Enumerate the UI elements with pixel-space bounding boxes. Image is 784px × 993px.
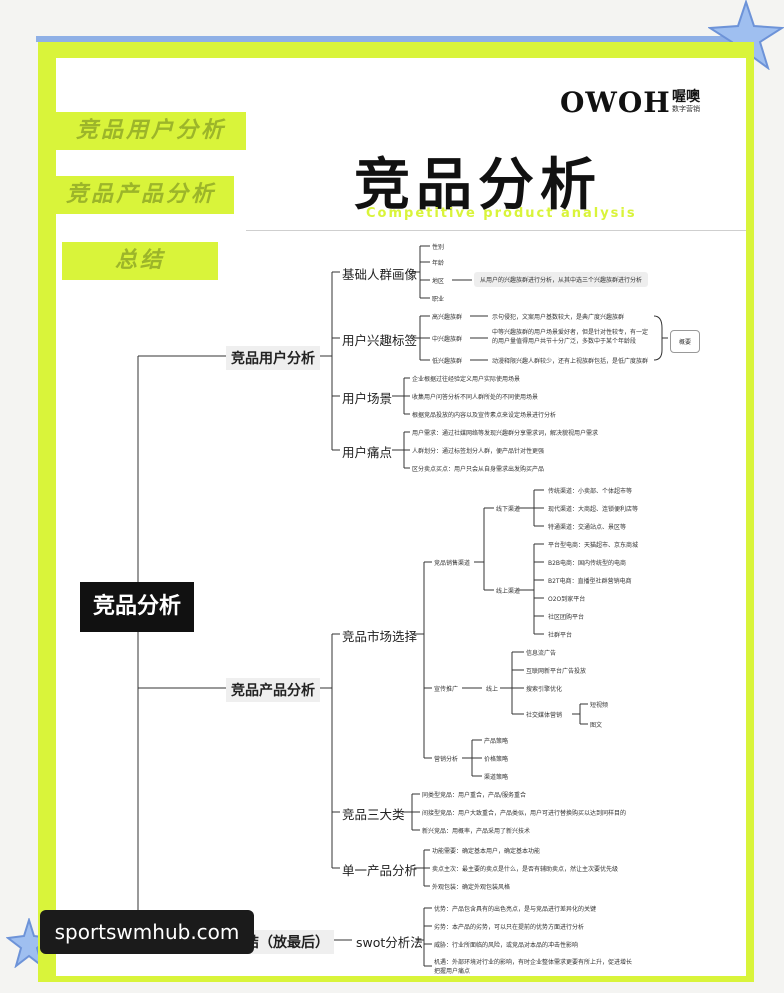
swot-item: 威胁：行业所面临的风险，或竞品对本品的冲击性影响 (434, 942, 579, 949)
scene-item: 收集用户问答分析不同人群所处的不同使用场景 (412, 394, 539, 401)
pain-item: 用户需求：通过社媒网络等发现兴趣群分享需求词，解决貌视用户需求 (412, 430, 599, 437)
node-interest: 用户兴趣标签 (342, 333, 418, 348)
marketing-node: 营销分析 (434, 756, 459, 763)
marketing-item: 渠道策略 (484, 774, 509, 781)
page-subtitle: Competitive product analysis (366, 206, 637, 221)
portrait-item: 年龄 (432, 260, 445, 267)
interest-group: 中兴趣族群 (432, 336, 463, 343)
title-divider (246, 230, 746, 231)
online-item: B2T电商：直播型社群营销电商 (548, 578, 632, 585)
online-item: 社区团购平台 (548, 614, 585, 621)
swot-item: 优势：产品包含具有的出色亮点，是与竞品进行差异化的关键 (434, 906, 597, 913)
portrait-note: 从用户的兴趣族群进行分析，从其中选三个兴趣族群进行分析 (474, 272, 649, 287)
single-item: 卖点主次：最主要的卖点是什么，是否有辅助卖点，然让主次要优先级 (432, 866, 619, 873)
online-item: B2B电商：国内传统型的电商 (548, 560, 627, 567)
marketing-item: 产品策略 (484, 738, 509, 745)
node-swot: swot分析法 (356, 935, 423, 950)
three-item: 同类型竞品：用户重合，产品/服务重合 (422, 792, 527, 799)
offline-item: 特通渠道：交通站点、景区等 (548, 524, 627, 531)
interest-desc: 中等兴趣族群的用户场景爱好者，但是针对性较专，有一定的用户量值得用户共节十分广泛… (492, 329, 649, 345)
node-three-types: 竞品三大类 (342, 807, 405, 822)
side-tab-user-analysis: 竞品用户分析 (56, 112, 246, 150)
scene-item: 企业根据过往经验定义用户实际使用场景 (412, 376, 521, 383)
interest-desc: 动漫释限兴趣人群较少，还有上视族群包括，是低广度族群 (492, 358, 649, 365)
offline-node: 线下渠道 (496, 506, 521, 513)
online-item: 平台型电商：天猫超市、京东商城 (548, 542, 639, 549)
social-item: 图文 (590, 722, 603, 729)
single-item: 外观包装：确定外观包装风格 (432, 884, 511, 891)
promo-online-node: 线上 (486, 686, 499, 693)
scene-item: 根据竞品投放的内容以及宣传素点来设定场景进行分析 (412, 412, 557, 419)
root-node: 竞品分析 (80, 582, 194, 632)
side-tab-product-analysis: 竞品产品分析 (48, 176, 234, 214)
offline-item: 现代渠道：大商超、连锁便利店等 (548, 506, 639, 513)
brand-logo-sub: 数字营销 (672, 105, 700, 113)
node-pain: 用户痛点 (342, 445, 393, 460)
node-single-product: 单一产品分析 (342, 863, 418, 878)
interest-group: 低兴趣族群 (432, 358, 463, 365)
node-portrait: 基础人群画像 (342, 267, 418, 282)
node-market: 竞品市场选择 (342, 629, 418, 644)
social-item: 短视频 (590, 702, 609, 709)
pain-item: 人群划分：通过标签划分人群，便产品针对性更强 (412, 448, 545, 455)
marketing-item: 价格策略 (484, 756, 509, 763)
online-item: O2O到家平台 (548, 596, 586, 603)
portrait-item: 性别 (432, 244, 445, 251)
three-item: 新兴竞品：用概率，产品采用了新兴技术 (422, 828, 531, 835)
branch-product-analysis: 竞品产品分析 (226, 678, 320, 702)
watermark-badge: sportswmhub.com (40, 910, 254, 954)
top-blue-bar (36, 36, 756, 42)
promo-item: 搜索引擎优化 (526, 686, 563, 693)
page-title: 竞品分析 (354, 153, 602, 218)
online-item: 社群平台 (548, 632, 573, 639)
offline-item: 传统渠道：小卖部、个体超市等 (548, 488, 633, 495)
portrait-item: 地区 (432, 278, 445, 285)
promo-item: 社交媒体营销 (526, 712, 563, 719)
online-node: 线上渠道 (496, 588, 521, 595)
portrait-item: 职业 (432, 296, 445, 303)
promo-item: 信息流广告 (526, 650, 557, 657)
single-item: 功能需要：确定基本用户，确定基本功能 (432, 848, 541, 855)
three-item: 间接型竞品：用户大致重合，产品类似，用户可进行替换购买以达到同样目的 (422, 810, 627, 817)
channel-node: 竞品销售渠道 (434, 560, 471, 567)
swot-item: 劣势：本产品的劣势，可以只在提前的优势方面进行分析 (434, 924, 585, 931)
node-scene: 用户场景 (342, 391, 393, 406)
interest-summary: 概要 (670, 330, 701, 353)
interest-group: 高兴趣族群 (432, 314, 463, 321)
promo-node: 宣传推广 (434, 686, 459, 693)
brand-logo: OWOH (560, 86, 671, 119)
brand-logo-cn: 喔噢 (672, 89, 700, 105)
swot-item: 机遇：外部环境对行业的影响，有时企业整体需求更要有所上升，促进增长把握用户痛点 (434, 959, 633, 975)
side-tab-summary: 总结 (62, 242, 218, 280)
interest-desc: 示句侵犯，文案用户基数较大，是典广度兴趣族群 (492, 314, 625, 321)
branch-user-analysis: 竞品用户分析 (226, 346, 320, 370)
pain-item: 区分卖点买点：用户只会从自身需求出发购买产品 (412, 466, 545, 473)
promo-item: 互联网新平台广告投放 (526, 668, 587, 675)
